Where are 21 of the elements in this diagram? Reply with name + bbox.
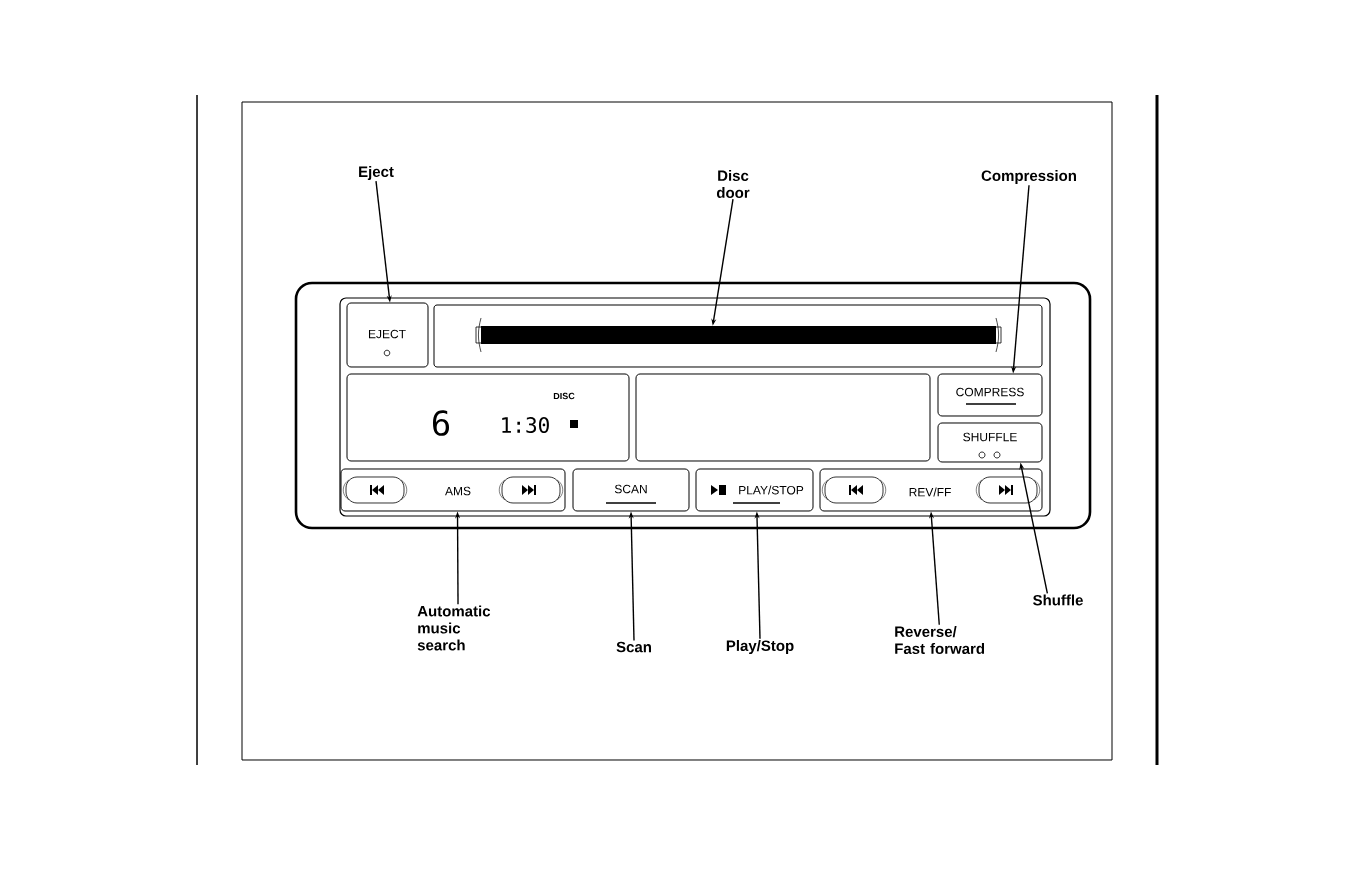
callout-label: Compression: [981, 170, 1076, 184]
play-stop-button: PLAY/STOP: [695, 468, 814, 512]
callout-label: Reverse/ Fast forward: [895, 626, 985, 654]
callout-label: Play/Stop: [726, 640, 794, 654]
shuffle-button: SHUFFLE: [937, 422, 1043, 463]
play-time: 1:30: [502, 417, 549, 433]
compress-button: COMPRESS: [937, 373, 1043, 417]
disc-indicator: DISC: [553, 392, 575, 400]
scan-button: SCAN: [572, 468, 690, 512]
callout-label: Eject: [359, 166, 394, 180]
eject-button: EJECT: [346, 302, 429, 368]
rev-ff-button-group: REV/FF: [819, 468, 1043, 512]
faceplate: [294, 281, 1092, 530]
ams-button-group: AMS: [340, 468, 566, 512]
callout-label: Disc door: [716, 170, 750, 198]
callout-label: Shuffle: [1033, 594, 1083, 606]
display-window: [635, 373, 931, 462]
disc-slot: [475, 317, 1002, 353]
callout-label: Scan: [616, 641, 651, 653]
callout-label: Automatic music search: [417, 605, 491, 651]
track-number: 6: [433, 410, 450, 436]
